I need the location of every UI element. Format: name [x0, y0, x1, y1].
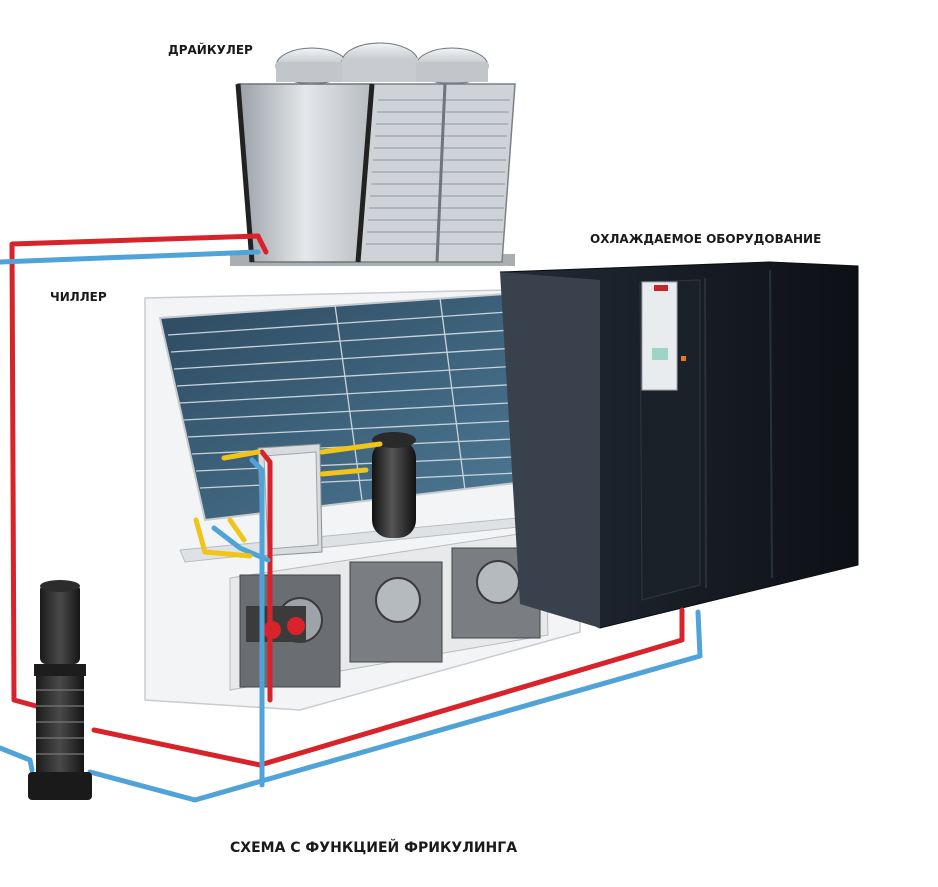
cooled-equipment-cabinet	[499, 261, 859, 629]
diagram-caption: СХЕМА С ФУНКЦИЕЙ ФРИКУЛИНГА	[230, 840, 518, 856]
brand-logo-icon	[654, 285, 668, 291]
compressor-icon	[372, 432, 416, 538]
drycooler-unit	[230, 42, 516, 266]
pipes-glycol	[193, 441, 383, 559]
chiller-label: ЧИЛЛЕР	[50, 290, 107, 304]
circulation-pump-icon	[28, 580, 92, 800]
plate-heat-exchanger-icon	[257, 443, 323, 557]
pipes-hot	[9, 233, 685, 768]
display-screen	[652, 348, 668, 360]
drycooler-fans	[275, 42, 489, 85]
drycooler-label: ДРАЙКУЛЕР	[168, 43, 253, 57]
cooled-equipment-label: ОХЛАЖДАЕМОЕ ОБОРУДОВАНИЕ	[590, 232, 822, 246]
valve-block-icon	[246, 606, 306, 642]
pipes-cold	[0, 249, 703, 803]
chiller-condenser-coil	[158, 292, 542, 522]
control-panel	[641, 281, 678, 391]
chiller-coil-fins	[167, 297, 539, 501]
